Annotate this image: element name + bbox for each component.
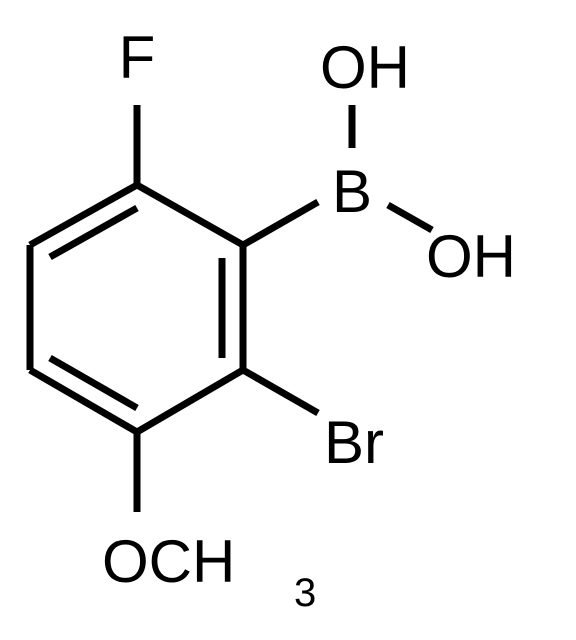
hydroxyl-right-label: OH: [426, 223, 516, 290]
ring-bond-c1-c2: [135, 181, 245, 249]
methoxy-subscript: 3: [294, 571, 316, 615]
hydroxyl-top-label: OH: [320, 34, 410, 101]
bond-c3-bromine: [241, 366, 320, 417]
bond-boron-oh-right: [386, 201, 434, 234]
bromine-label: Br: [324, 409, 384, 476]
ring-bond-c3-c4: [135, 366, 245, 436]
methoxy-label: OCH: [102, 528, 235, 595]
ring-double-bond-inner-top: [48, 204, 139, 261]
ring-double-bond-inner-bottom: [48, 354, 139, 412]
bond-c2-boron: [241, 198, 320, 249]
boron-label: B: [332, 158, 372, 225]
ring-bond-c6-c1: [28, 181, 139, 249]
fluorine-label: F: [119, 24, 156, 91]
ring-bond-c4-c5: [28, 366, 139, 436]
